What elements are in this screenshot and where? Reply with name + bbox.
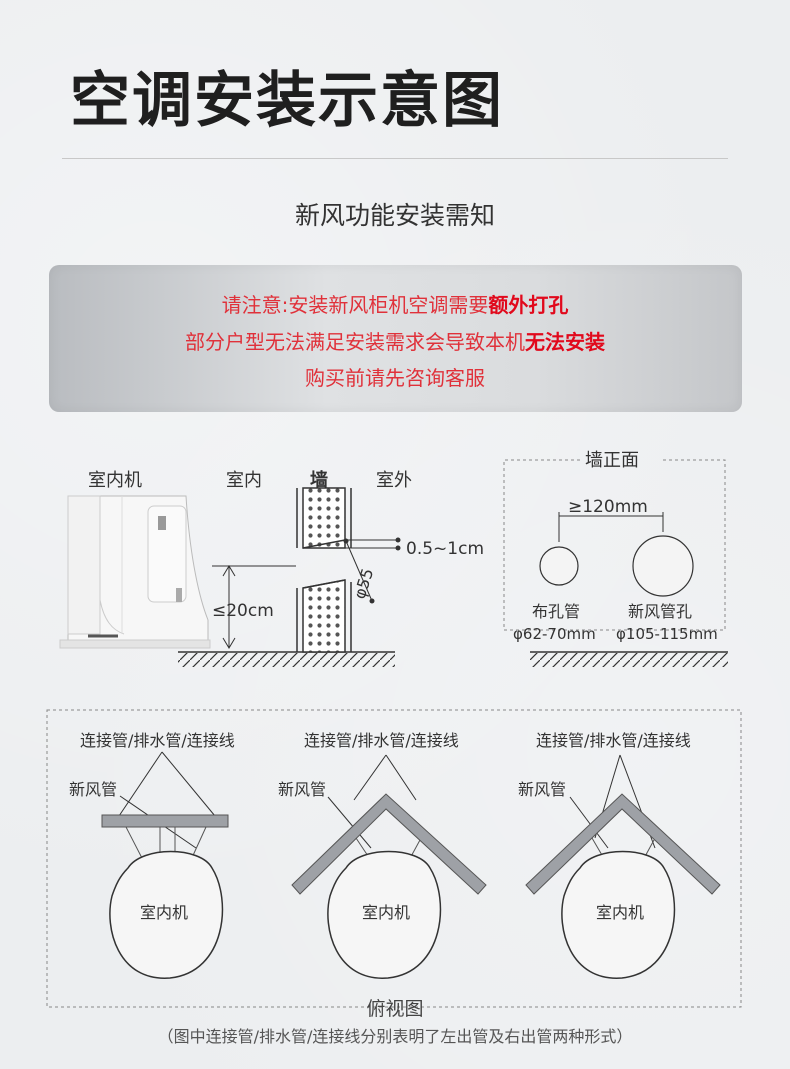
gap-label: 0.5~1cm [406,539,484,559]
wall-section [296,487,352,653]
label-indoor: 室内 [226,470,262,491]
fresh-air-hole-size: φ105-115mm [616,625,718,643]
fresh-air-label-2: 新风管 [278,780,326,799]
notice-line-1-text: 请注意:安装新风柜机空调需要 [221,293,489,317]
top-view-caption: （图中连接管/排水管/连接线分别表明了左出管及右出管两种形式） [157,1027,633,1046]
fresh-air-hole-name: 新风管孔 [628,602,692,621]
section-subtitle: 新风功能安装需知 [294,201,495,230]
front-view-title: 墙正面 [585,450,639,471]
height-label: ≤20cm [212,601,274,621]
notice-line-2-emphasis: 无法安装 [525,330,605,354]
unit-label-2: 室内机 [362,903,410,922]
notice-line-3: 购买前请先咨询客服 [305,366,485,390]
notice-line-2-text: 部分户型无法满足安装需求会导致本机 [185,330,525,354]
unit-label-1: 室内机 [140,903,188,922]
label-outdoor: 室外 [376,470,412,491]
height-dimension: ≤20cm [212,565,296,649]
top-view-straight: 连接管/排水管/连接线 新风管 室内机 [69,731,235,979]
title-divider [62,158,728,159]
pipe-hole-size: φ62-70mm [513,625,596,643]
ground-left [178,651,395,667]
top-view-corner-right: 连接管/排水管/连接线 新风管 室内机 [518,731,721,979]
unit-label-3: 室内机 [596,903,644,922]
pipe-label-2: 连接管/排水管/连接线 [304,731,459,750]
pipe-label-1: 连接管/排水管/连接线 [80,731,235,750]
side-view: 室内机 室内 墙 室外 [59,469,484,667]
front-view: 墙正面 ≥120mm 布孔管 φ62-70mm 新风管孔 φ105-115mm [503,450,728,667]
notice-box [49,265,742,412]
top-view: 连接管/排水管/连接线 新风管 室内机 连接管/排水管/连接线 新风管 室内机 [46,709,742,1008]
gap-dimension: 0.5~1cm [345,537,484,559]
notice-line-2: 部分户型无法满足安装需求会导致本机无法安装 [0,326,790,355]
fresh-air-label-3: 新风管 [518,780,566,799]
top-view-title: 俯视图 [366,998,424,1020]
spacing-label: ≥120mm [568,497,648,517]
pipe-hole-circle [539,546,579,586]
diameter-label: φ55 [350,566,378,601]
pipe-hole-name: 布孔管 [532,602,580,621]
label-wall: 墙 [310,469,328,491]
fresh-air-label-1: 新风管 [69,780,117,799]
top-view-corner-left: 连接管/排水管/连接线 新风管 室内机 [278,731,487,979]
pipe-label-3: 连接管/排水管/连接线 [536,731,691,750]
label-indoor-unit: 室内机 [88,470,142,491]
indoor-unit-side [59,495,211,649]
notice-line-1: 请注意:安装新风柜机空调需要额外打孔 [0,289,790,318]
page-title: 空调安装示意图 [70,66,504,136]
notice-line-1-emphasis: 额外打孔 [488,293,569,317]
fresh-air-hole-circle [632,535,694,597]
